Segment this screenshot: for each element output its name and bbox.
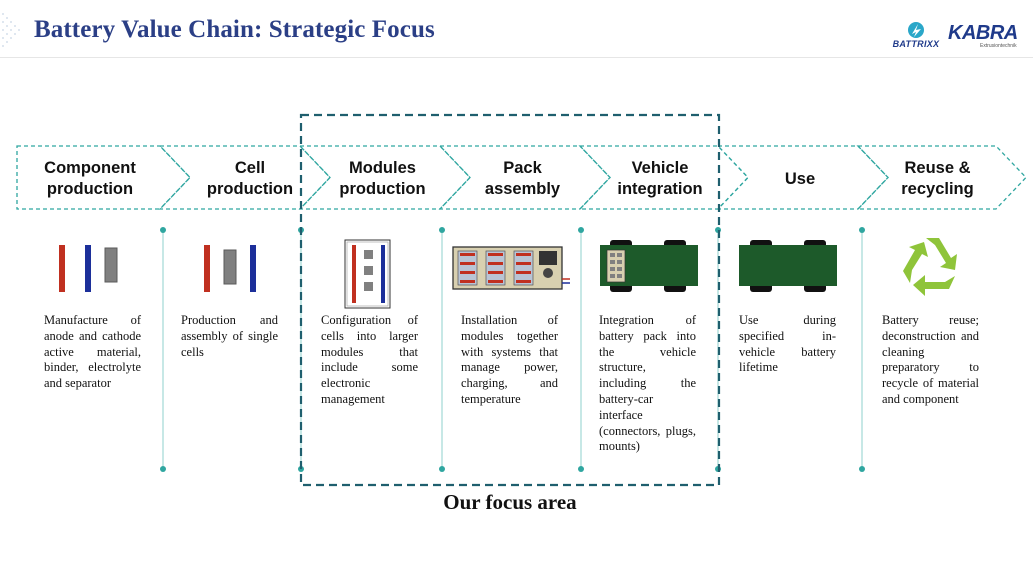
stage-description-reuse-recycling: Battery reuse; deconstruction and cleani… <box>882 313 979 406</box>
chevron-reuse-recycling <box>856 145 1027 210</box>
stage-label-reuse-recycling: Reuse & recycling <box>901 159 974 198</box>
kabra-subtitle: Extrusiontechnik <box>980 43 1017 49</box>
stage-label-use: Use <box>784 169 816 188</box>
stage-description-modules-production: Configuration of cells into larger modul… <box>321 313 418 406</box>
stage-label-vehicle-integration: Vehicle integration <box>617 159 703 198</box>
stage-description-cell-production: Production and assembly of single cells <box>181 313 278 359</box>
cell-stack-icon <box>204 245 256 292</box>
battrixx-wordmark: BATTRIXX <box>892 39 940 49</box>
electrode-strips-icon <box>59 245 118 292</box>
stage-description-component-production: Manufacture of anode and cathode active … <box>44 313 141 391</box>
module-icon <box>344 239 391 309</box>
stage-description-vehicle-integration: Integration of battery pack into the veh… <box>599 313 696 454</box>
stage-label-component-production: Component production <box>44 159 136 198</box>
vehicle-with-battery-icon <box>600 240 698 292</box>
title-divider <box>0 57 1033 58</box>
stage-label-cell-production: Cell production <box>206 159 294 198</box>
stage-description-pack-assembly: Installation of modules together with sy… <box>461 313 558 406</box>
battrixx-logo: BATTRIXX <box>888 20 944 54</box>
stage-description-use: Use during specified in-vehicle battery … <box>739 313 836 375</box>
vehicle-icon <box>739 240 837 292</box>
kabra-logo: KABRA Extrusiontechnik <box>948 22 1024 52</box>
connector-dots <box>160 227 865 472</box>
kabra-wordmark: KABRA <box>948 22 1018 44</box>
chevron-component-production <box>16 145 191 210</box>
battery-pack-icon <box>452 246 570 290</box>
stage-label-modules-production: Modules production <box>339 159 426 198</box>
stage-label-pack-assembly: Pack assembly <box>484 159 561 198</box>
battrixx-emblem-icon <box>908 22 924 38</box>
corner-dot-pattern <box>2 13 20 47</box>
page-title: Battery Value Chain: Strategic Focus <box>34 16 435 43</box>
recycle-icon <box>903 238 957 296</box>
focus-area-box <box>299 113 721 487</box>
focus-area-label: Our focus area <box>443 490 577 514</box>
